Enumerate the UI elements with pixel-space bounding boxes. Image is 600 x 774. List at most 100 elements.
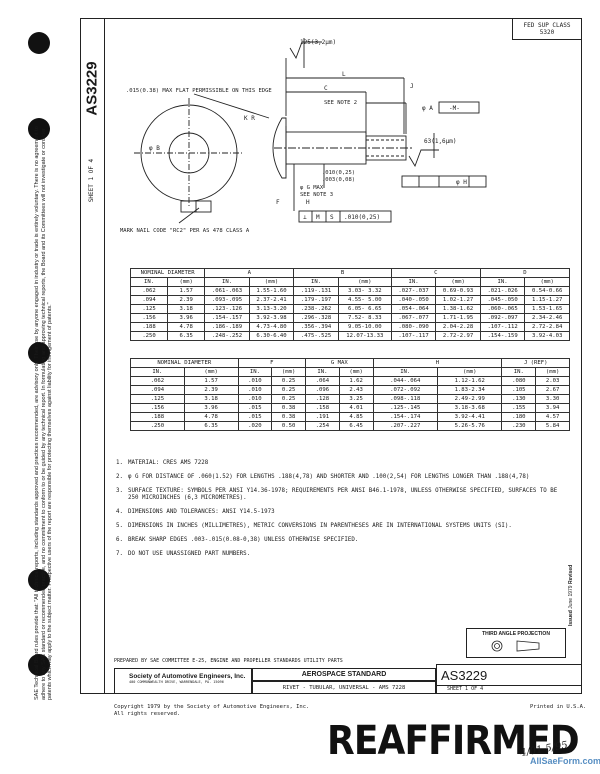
table-cell: 12.07-13.33 — [337, 331, 392, 341]
col-B: B — [293, 268, 392, 278]
table-cell: 1.55-1.60 — [248, 286, 295, 296]
tolerance-value: .010(0,25) — [344, 214, 380, 221]
binder-hole — [28, 118, 50, 140]
table-cell: 1.57 — [167, 286, 206, 296]
flat-edge-note: .015(0.38) MAX FLAT PERMISSIBLE ON THIS … — [126, 88, 272, 94]
table-cell: 3.18 — [167, 304, 206, 314]
datum-M: -M- — [449, 105, 460, 112]
table-cell: .128 — [305, 394, 340, 404]
table-cell: .096 — [305, 385, 340, 395]
table-cell: 2.49-2.99 — [436, 394, 503, 404]
issued-date: June 1979 — [568, 585, 574, 609]
table-cell: 2.04-2.28 — [435, 322, 481, 332]
table-cell: .186-.189 — [204, 322, 250, 332]
datum-ref-M: M — [316, 214, 320, 221]
rivet-head — [272, 117, 287, 179]
table-cell: 5.84 — [535, 421, 570, 431]
dim-C: C — [324, 85, 328, 92]
table-cell: .072-.092 — [372, 385, 438, 395]
table-cell: 0.38 — [271, 412, 307, 422]
table-cell: 0.25 — [271, 394, 307, 404]
table-cell: .015 — [237, 412, 273, 422]
table-cell: .123-.126 — [204, 304, 250, 314]
dim-F: F — [276, 199, 280, 206]
copyright: Copyright 1979 by the Society of Automot… — [114, 704, 310, 710]
table-cell: 1.15-1.27 — [524, 295, 570, 305]
table-cell: .094 — [130, 385, 185, 395]
dim-KR: K R — [244, 115, 255, 122]
table-cell: .154-.157 — [204, 313, 250, 323]
dim-J: J — [410, 83, 414, 90]
table-cell: 5.26-5.76 — [436, 421, 503, 431]
table-cell: .040-.050 — [390, 295, 437, 305]
table-cell: 1.53-1.65 — [524, 304, 570, 314]
title-block-title: RIVET - TUBULAR, UNIVERSAL - AMS 7228 — [252, 681, 436, 694]
table-cell: .154-.159 — [479, 331, 526, 341]
table-cell: .107-.117 — [390, 331, 437, 341]
table-cell: 1.62 — [338, 376, 374, 386]
table-cell: .105 — [501, 385, 537, 395]
table-cell: .092-.097 — [479, 313, 526, 323]
mark-note: MARK NAIL CODE "RC2" PER AS 478 CLASS A — [120, 228, 250, 234]
table-cell: 6.30-6.40 — [248, 331, 295, 341]
table-cell: .356-.394 — [293, 322, 339, 332]
table-cell: 0.25 — [271, 376, 307, 386]
spec-block: AS3229 — [436, 664, 582, 686]
dimension-table-1: NOMINAL DIAMETER A B C D IN.(mm) IN.(mm)… — [129, 268, 571, 341]
part-title: RIVET - TUBULAR, UNIVERSAL - AMS 7228 — [282, 685, 406, 691]
table-cell: .093-.095 — [204, 295, 250, 305]
table-cell: .054-.064 — [390, 304, 437, 314]
table-cell: .188 — [129, 322, 169, 332]
org-name: Society of Automotive Engineers, Inc. — [129, 673, 246, 680]
table-cell: .230 — [501, 421, 537, 431]
table-cell: .080-.090 — [390, 322, 437, 332]
table-cell: .067-.077 — [390, 313, 437, 323]
table-cell: 2.67 — [535, 385, 570, 395]
table-cell: 9.05-10.00 — [337, 322, 392, 332]
table-cell: .020 — [237, 421, 273, 431]
third-angle-box: THIRD ANGLE PROJECTION — [466, 628, 566, 658]
spec-strip — [80, 18, 104, 694]
third-angle-label: THIRD ANGLE PROJECTION — [482, 631, 550, 637]
table-cell: .254 — [305, 421, 340, 431]
table-cell: 0.54-0.66 — [524, 286, 570, 296]
table-cell: 1.71-1.95 — [435, 313, 481, 323]
table-cell: 2.39 — [183, 385, 239, 395]
table-cell: 6.35 — [167, 331, 206, 341]
table-cell: .062 — [130, 376, 185, 386]
printed-in: Printed in U.S.A. — [530, 704, 587, 710]
table-cell: 2.39 — [167, 295, 206, 305]
table-cell: 2.72-2.97 — [435, 331, 481, 341]
table-cell: 0.38 — [271, 403, 307, 413]
table-cell: .125 — [130, 394, 185, 404]
table-cell: .044-.064 — [372, 376, 438, 386]
dim-tol-1: .010(0,25) — [322, 170, 355, 176]
table-cell: .098-.118 — [372, 394, 438, 404]
modifier-S: S — [330, 214, 334, 221]
fsc-box: FED SUP CLASS 5320 — [512, 18, 582, 40]
table-cell: 7.52- 8.33 — [337, 313, 392, 323]
table-cell: 6.45 — [338, 421, 374, 431]
units-row: IN.(mm) IN.(mm) IN.(mm) IN.(mm) IN.(mm) — [130, 367, 570, 377]
table-cell: .045-.050 — [479, 295, 526, 305]
dim-B: φ B — [149, 145, 160, 152]
table-cell: .015 — [237, 403, 273, 413]
table-cell: .130 — [501, 394, 537, 404]
table-cell: .296-.328 — [293, 313, 339, 323]
col-nominal: NOMINAL DIAMETER — [129, 268, 206, 278]
col-A: A — [204, 268, 295, 278]
table-cell: 0.50 — [271, 421, 307, 431]
table-cell: .250 — [130, 421, 185, 431]
col-H: H — [372, 358, 503, 368]
table-cell: 4.78 — [167, 322, 206, 332]
table-cell: .238-.262 — [293, 304, 339, 314]
table-cell: .062 — [129, 286, 169, 296]
table-cell: 1.02-1.27 — [435, 295, 481, 305]
table-cell: .207-.227 — [372, 421, 438, 431]
col-G: G MAX — [305, 358, 374, 368]
